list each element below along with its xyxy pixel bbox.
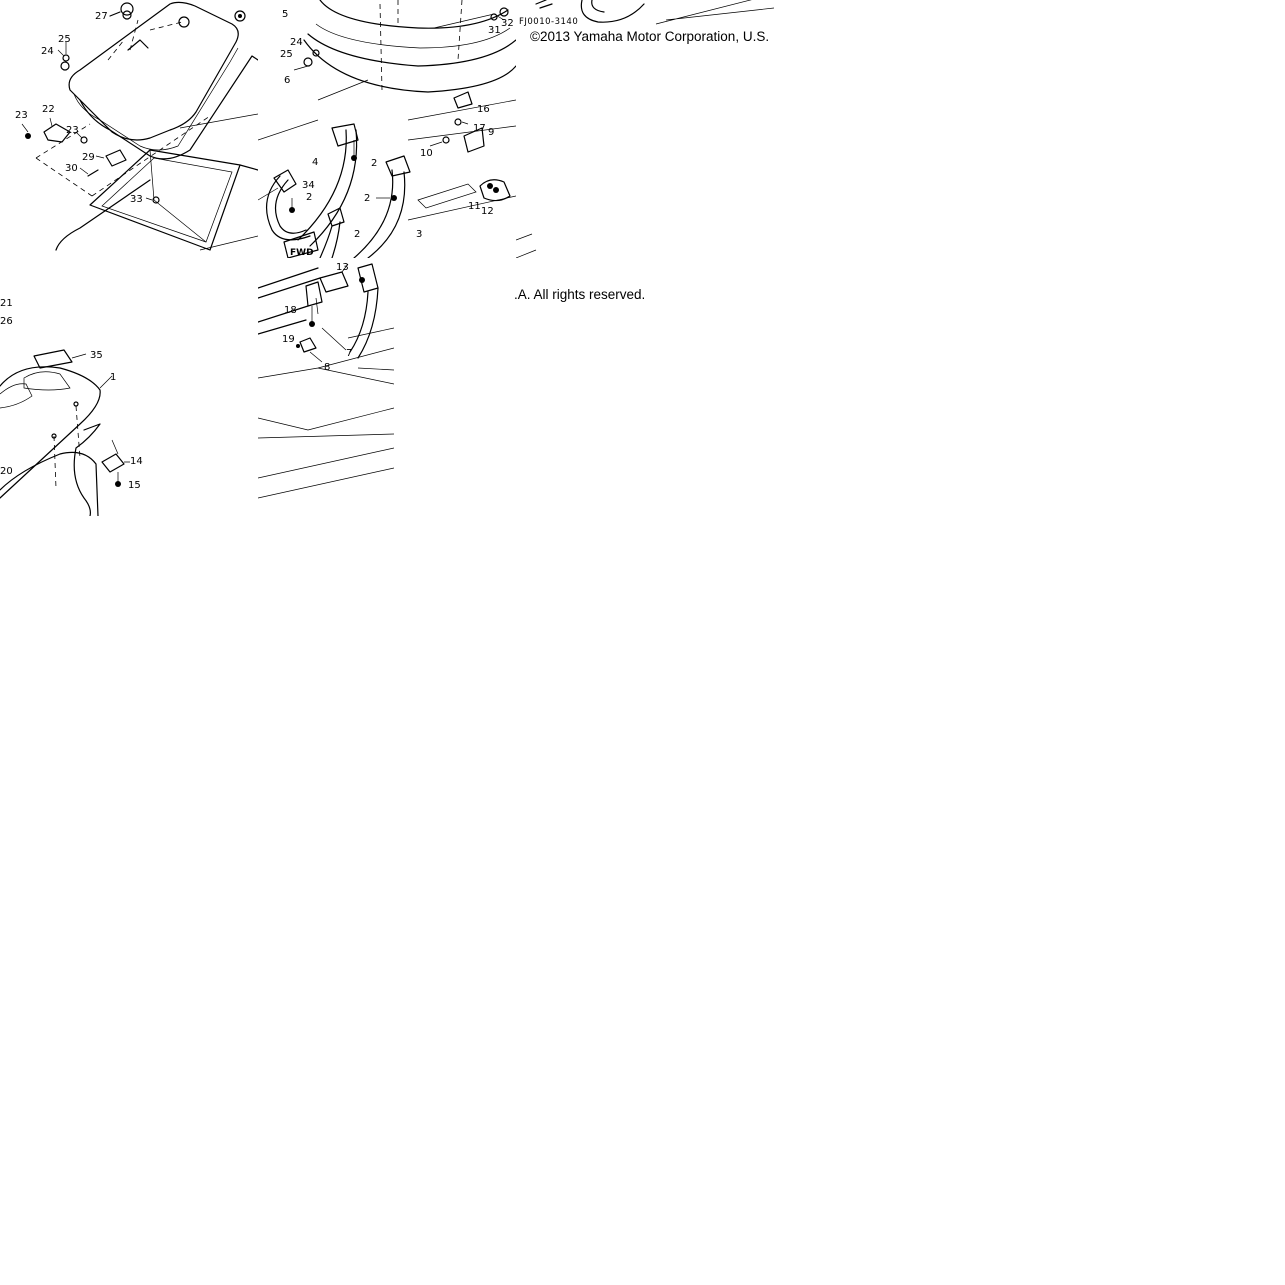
diagram-tile-handles: FWD 5 24 25 6 31 32 16 17 10 9 4 2 34 2 [258, 0, 516, 258]
callout-label: 10 [420, 148, 433, 159]
callout-label: 2 [354, 229, 360, 240]
callout-label: 6 [284, 75, 290, 86]
cover-drawing: 21 26 35 1 20 14 15 [0, 298, 143, 516]
callout-label: 25 [58, 34, 71, 45]
diagram-tile-fragment [516, 0, 774, 258]
diagram-tile-front-handle: 13 18 19 7 8 [258, 258, 394, 516]
callout-label: 4 [312, 157, 318, 168]
callout-label: 26 [0, 316, 13, 327]
callout-label: 25 [280, 49, 293, 60]
callout-label: 35 [90, 350, 103, 361]
callout-label: 13 [336, 262, 349, 273]
callout-label: 32 [501, 18, 514, 29]
handles-drawing: FWD 5 24 25 6 31 32 16 17 10 9 4 2 34 2 [258, 0, 516, 258]
callout-label: 1 [110, 372, 116, 383]
fragment-drawing [516, 0, 774, 258]
callout-label: 29 [82, 152, 95, 163]
callout-label: 5 [282, 9, 288, 20]
callout-label: 2 [306, 192, 312, 203]
drawing-code: FJ0010-3140 [519, 17, 579, 27]
callout-label: 19 [282, 334, 295, 345]
callout-label: 27 [95, 11, 108, 22]
callout-label: 21 [0, 298, 13, 309]
callout-label: 14 [130, 456, 143, 467]
copyright-text-continued: .A. All rights reserved. [514, 287, 646, 302]
callout-label: 12 [481, 206, 494, 217]
callout-label: 8 [324, 362, 330, 373]
callout-label: 22 [42, 104, 55, 115]
callout-label: 20 [0, 466, 13, 477]
callout-label: 3 [416, 229, 422, 240]
callout-label: 30 [65, 163, 78, 174]
callout-label: 2 [371, 158, 377, 169]
diagram-tile-lid: 27 25 24 23 22 23 29 30 33 28 [0, 0, 258, 258]
callout-label: 23 [66, 125, 79, 136]
front-handle-drawing: 13 18 19 7 8 [258, 262, 394, 499]
callout-label: 31 [488, 25, 501, 36]
callout-label: 16 [477, 104, 490, 115]
callout-label: 34 [302, 180, 315, 191]
callout-label: 17 [473, 123, 486, 134]
copyright-text: ©2013 Yamaha Motor Corporation, U.S. [530, 29, 770, 44]
lid-drawing: 27 25 24 23 22 23 29 30 33 28 [0, 1, 258, 258]
diagram-tile-cover: 21 26 35 1 20 14 15 [0, 258, 258, 516]
callout-label: 9 [488, 127, 494, 138]
callout-label: 28 [0, 257, 13, 258]
callout-label: 7 [346, 348, 352, 359]
callout-label: 15 [128, 480, 141, 491]
callout-label: 18 [284, 305, 297, 316]
callout-label: 24 [41, 46, 54, 57]
callout-label: 11 [468, 201, 481, 212]
fwd-stamp-label: FWD [290, 248, 314, 258]
callout-label: 24 [290, 37, 303, 48]
callout-label: 23 [15, 110, 28, 121]
callout-label: 33 [130, 194, 143, 205]
callout-label: 2 [364, 193, 370, 204]
